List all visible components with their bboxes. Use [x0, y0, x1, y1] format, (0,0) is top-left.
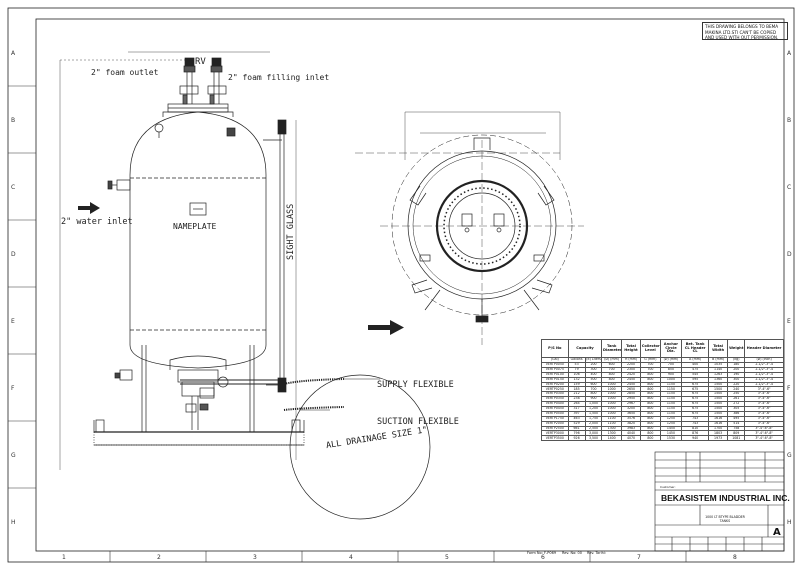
unit-cell: (Ø) (mm) — [659, 357, 683, 363]
supply-flexible-label: SUPPLY FLEXIBLE — [377, 380, 454, 390]
foam-filling-label: 2" foam filling inlet — [228, 73, 329, 82]
table-cell: 3"-4"-6"-8" — [744, 435, 784, 442]
table-cell: 800 — [640, 435, 661, 442]
drainage-label: ALL DRAINAGE SIZE 1" — [325, 425, 428, 451]
form-number: Form No: F-P069 — [527, 551, 557, 555]
header-cell: Tank Diameter — [601, 339, 622, 358]
table-header-row: P/S No Capacity Tank Diameter Total Heig… — [541, 339, 784, 358]
row-label-f: F — [11, 385, 15, 392]
row-label-a: A — [11, 50, 16, 57]
header-cell: Total Width — [707, 339, 729, 358]
table-cell: 926 — [567, 435, 586, 442]
foam-outlet-label: 2" foam outlet — [91, 68, 159, 77]
col-label-7: 7 — [637, 554, 641, 561]
col-label-3: 3 — [253, 554, 257, 561]
suction-flexible-label: SUCTION FLEXIBLE — [377, 417, 459, 427]
header-cell: Weight — [727, 339, 746, 358]
row-label-g: G — [11, 452, 16, 459]
table-cell: 3,500 — [584, 435, 603, 442]
row-label-b: B — [11, 117, 15, 124]
water-inlet-arrow — [78, 202, 100, 214]
unit-cell: B (mm) — [707, 357, 729, 363]
header-cell: Header Diameter — [744, 339, 784, 358]
sight-glass-label: SIGHT GLASS — [286, 204, 296, 260]
tank-plan-view — [355, 111, 584, 345]
title-block — [654, 451, 785, 552]
row-label-c: C — [11, 184, 15, 191]
table-cell: 1530 — [659, 435, 683, 442]
nameplate-label: NAMEPLATE — [173, 222, 217, 231]
header-cell: P/S No — [541, 339, 569, 358]
row-label-d-right: D — [787, 251, 792, 258]
row-label-g-right: G — [787, 452, 792, 459]
row-label-a-right: A — [787, 50, 792, 57]
unit-cell: (Ø) (mm) — [601, 357, 622, 363]
header-cell: Capacity — [567, 339, 603, 358]
row-label-h: H — [11, 519, 16, 526]
col-label-2: 2 — [157, 554, 161, 561]
copyright-notice: THIS DRAWING BELONGS TO BEMA MAKINA LTD.… — [702, 22, 788, 40]
grid-ticks — [8, 85, 687, 562]
inner-frame — [35, 18, 785, 552]
drawing-title-line-2: TANKS — [719, 519, 731, 523]
water-inlet-label: 2" water inlet — [61, 217, 133, 227]
table-cell: 1973 — [707, 435, 729, 442]
row-label-b-right: B — [787, 117, 791, 124]
col-label-4: 4 — [349, 554, 353, 561]
outer-frame — [7, 7, 795, 563]
row-label-e-right: E — [787, 318, 791, 325]
table-cell: VERTP3500 — [541, 435, 569, 442]
table-cell: 4070 — [620, 435, 642, 442]
unit-cell: (Ø) (inch) — [744, 357, 784, 363]
spec-table: P/S No Capacity Tank Diameter Total Heig… — [541, 339, 784, 442]
drawing-title: 1000 LT BTYPE BLADDER TANKS — [705, 515, 745, 523]
row-label-h-right: H — [787, 519, 792, 526]
unit-cell: (lt) Liters — [584, 357, 603, 363]
col-label-1: 1 — [62, 554, 66, 561]
company-name: BEKASISTEM INDUSTRIAL INC. — [661, 493, 790, 503]
header-cell: Total Height — [620, 339, 642, 358]
sheet-size: A — [773, 527, 781, 538]
drawing-title-line-1: 1000 LT BTYPE BLADDER — [705, 515, 745, 519]
row-label-d: D — [11, 251, 16, 258]
rv-label: RV — [195, 57, 206, 67]
row-label-e: E — [11, 318, 15, 325]
unit-cell: G (mm) — [640, 357, 661, 363]
table-units-row: (Gal) Gallons (lt) Liters (Ø) (mm) H (mm… — [541, 357, 784, 363]
row-label-c-right: C — [787, 184, 791, 191]
header-cell: Bet. Tank CL Header CL — [681, 339, 709, 358]
table-cell: 940 — [681, 435, 709, 442]
row-label-f-right: F — [787, 385, 791, 392]
tank-elevation — [59, 51, 431, 520]
customer-label: Customer: — [660, 485, 676, 489]
table-cell: 1081 — [727, 435, 746, 442]
revision-number: Rev. No: 00 — [562, 551, 582, 555]
plan-view-arrow — [368, 320, 404, 335]
header-cell: Anchor Circle Dia. — [659, 339, 683, 358]
unit-cell: (kg) — [727, 357, 746, 363]
col-label-5: 5 — [445, 554, 449, 561]
revision-date: Rev. Tarihi: — [587, 551, 606, 555]
col-label-6: 6 — [541, 554, 545, 561]
table-cell: 1400 — [601, 435, 622, 442]
header-cell: Collector Level — [640, 339, 661, 358]
col-label-8: 8 — [733, 554, 737, 561]
